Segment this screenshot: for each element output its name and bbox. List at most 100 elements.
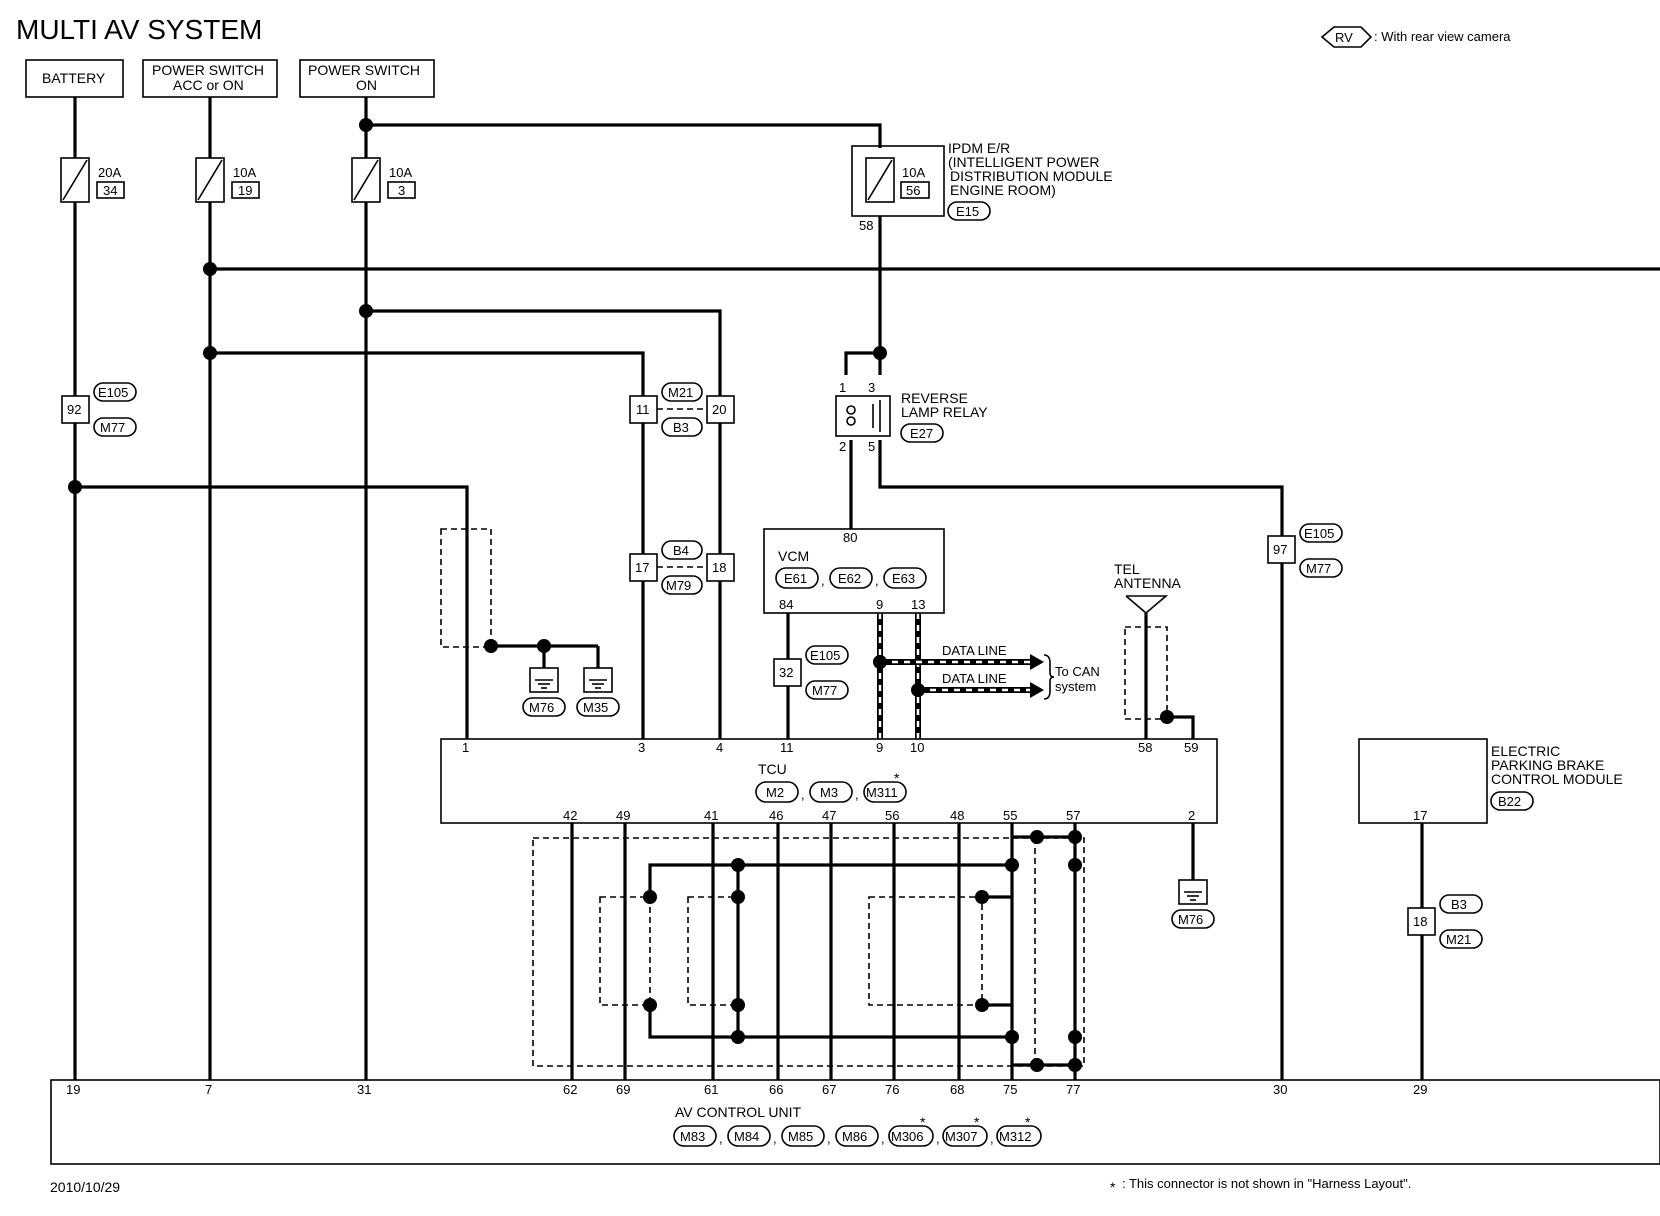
- svg-text:47: 47: [822, 808, 836, 823]
- svg-text:E61: E61: [784, 571, 807, 586]
- epb-control-module: 17 ELECTRIC PARKING BRAKE CONTROL MODULE…: [1358, 738, 1623, 824]
- svg-text:66: 66: [769, 1082, 783, 1097]
- ground-m35: M35: [576, 667, 620, 717]
- svg-text:M77: M77: [1306, 561, 1331, 576]
- svg-text:1: 1: [462, 740, 469, 755]
- svg-text:1: 1: [839, 380, 846, 395]
- svg-text:32: 32: [779, 665, 793, 680]
- svg-text:19: 19: [238, 183, 252, 198]
- svg-text:9: 9: [876, 740, 883, 755]
- svg-text:61: 61: [704, 1082, 718, 1097]
- svg-text:3: 3: [638, 740, 645, 755]
- svg-text:M76: M76: [1178, 912, 1203, 927]
- power-switch-acc-box: POWER SWITCH ACC or ON: [142, 59, 278, 98]
- svg-text:9: 9: [876, 597, 883, 612]
- fuse-10a-3: 10A 3: [351, 157, 416, 203]
- svg-text:E63: E63: [892, 571, 915, 586]
- svg-text:3: 3: [398, 183, 405, 198]
- svg-text:E62: E62: [838, 571, 861, 586]
- svg-text:,: ,: [936, 1131, 940, 1146]
- svg-text:M307: M307: [945, 1129, 978, 1144]
- svg-text:68: 68: [950, 1082, 964, 1097]
- svg-text:POWER SWITCH: POWER SWITCH: [152, 62, 264, 78]
- data-line-label-2: DATA LINE: [942, 671, 1007, 686]
- svg-text:M83: M83: [680, 1129, 705, 1144]
- svg-text:62: 62: [563, 1082, 577, 1097]
- svg-text:67: 67: [822, 1082, 836, 1097]
- svg-text:M86: M86: [842, 1129, 867, 1144]
- svg-text:(INTELLIGENT POWER: (INTELLIGENT POWER: [948, 154, 1099, 170]
- svg-text:,: ,: [827, 1131, 831, 1146]
- joint-connector-32: 32 E105 M77: [773, 645, 849, 700]
- svg-text:10A: 10A: [389, 165, 412, 180]
- ground-m76-left: M76: [522, 667, 566, 717]
- svg-text:29: 29: [1413, 1082, 1427, 1097]
- to-can-label-2: system: [1055, 679, 1096, 694]
- to-can-label: To CAN: [1055, 664, 1100, 679]
- vcm-module: 80 VCM E61 , E62 , E63 84 9 13: [763, 528, 945, 614]
- svg-text:*: *: [920, 1114, 926, 1130]
- svg-text:58: 58: [1138, 740, 1152, 755]
- tel-antenna: TEL ANTENNA: [1114, 561, 1182, 615]
- ipdm-er: 10A 56 58 IPDM E/R (INTELLIGENT POWER DI…: [851, 140, 1113, 233]
- svg-text:20A: 20A: [98, 165, 121, 180]
- svg-text:31: 31: [357, 1082, 371, 1097]
- svg-text:IPDM E/R: IPDM E/R: [948, 140, 1010, 156]
- svg-text:3: 3: [868, 380, 875, 395]
- svg-text:M312: M312: [999, 1129, 1032, 1144]
- svg-text:LAMP RELAY: LAMP RELAY: [901, 404, 988, 420]
- svg-text:20: 20: [712, 402, 726, 417]
- svg-text:: This connector is not shown: : This connector is not shown in "Harnes…: [1122, 1176, 1411, 1191]
- svg-text:5: 5: [868, 439, 875, 454]
- svg-text:56: 56: [906, 183, 920, 198]
- svg-text:RV: RV: [1335, 30, 1353, 45]
- svg-text:59: 59: [1184, 740, 1198, 755]
- svg-text:TEL: TEL: [1114, 561, 1140, 577]
- svg-text:55: 55: [1003, 808, 1017, 823]
- svg-text:M76: M76: [529, 700, 554, 715]
- junction-dots: [68, 118, 1174, 1072]
- svg-text:M85: M85: [788, 1129, 813, 1144]
- svg-text:11: 11: [636, 402, 650, 417]
- svg-text:42: 42: [563, 808, 577, 823]
- svg-text:B3: B3: [1451, 897, 1467, 912]
- svg-text:,: ,: [821, 573, 825, 588]
- svg-text:48: 48: [950, 808, 964, 823]
- svg-text:E15: E15: [956, 204, 979, 219]
- svg-text:E105: E105: [810, 648, 840, 663]
- date-stamp: 2010/10/29: [50, 1179, 120, 1195]
- svg-text:18: 18: [1413, 914, 1427, 929]
- diagram-title: MULTI AV SYSTEM: [16, 14, 262, 45]
- svg-text:34: 34: [103, 183, 117, 198]
- footnote: * : This connector is not shown in "Harn…: [1110, 1176, 1411, 1195]
- svg-text:18: 18: [712, 560, 726, 575]
- svg-text:97: 97: [1273, 542, 1287, 557]
- svg-text:2: 2: [1188, 808, 1195, 823]
- svg-text:11: 11: [780, 740, 794, 755]
- svg-text:E27: E27: [910, 426, 933, 441]
- svg-text:57: 57: [1066, 808, 1080, 823]
- svg-text:,: ,: [875, 573, 879, 588]
- svg-text:M79: M79: [666, 578, 691, 593]
- svg-text:76: 76: [885, 1082, 899, 1097]
- svg-text:75: 75: [1003, 1082, 1017, 1097]
- svg-text:M306: M306: [891, 1129, 924, 1144]
- battery-box: BATTERY: [25, 59, 124, 98]
- joint-connector-92: 92 E105 M77: [61, 382, 137, 437]
- svg-text:,: ,: [855, 787, 859, 802]
- svg-text:E105: E105: [98, 385, 128, 400]
- svg-text:: With rear view camera: : With rear view camera: [1374, 29, 1511, 44]
- svg-text:ELECTRIC: ELECTRIC: [1491, 743, 1560, 759]
- svg-text:PARKING BRAKE: PARKING BRAKE: [1491, 757, 1604, 773]
- data-line-label-1: DATA LINE: [942, 643, 1007, 658]
- svg-text:M2: M2: [766, 785, 784, 800]
- svg-text:M21: M21: [668, 385, 693, 400]
- svg-text:,: ,: [773, 1131, 777, 1146]
- svg-text:M77: M77: [100, 420, 125, 435]
- joint-connector-11-20: 11 20 M21 B3: [629, 382, 735, 437]
- svg-text:*: *: [1110, 1179, 1116, 1195]
- svg-text:BATTERY: BATTERY: [42, 70, 106, 86]
- svg-text:49: 49: [616, 808, 630, 823]
- svg-text:E105: E105: [1304, 526, 1334, 541]
- svg-text:84: 84: [779, 597, 793, 612]
